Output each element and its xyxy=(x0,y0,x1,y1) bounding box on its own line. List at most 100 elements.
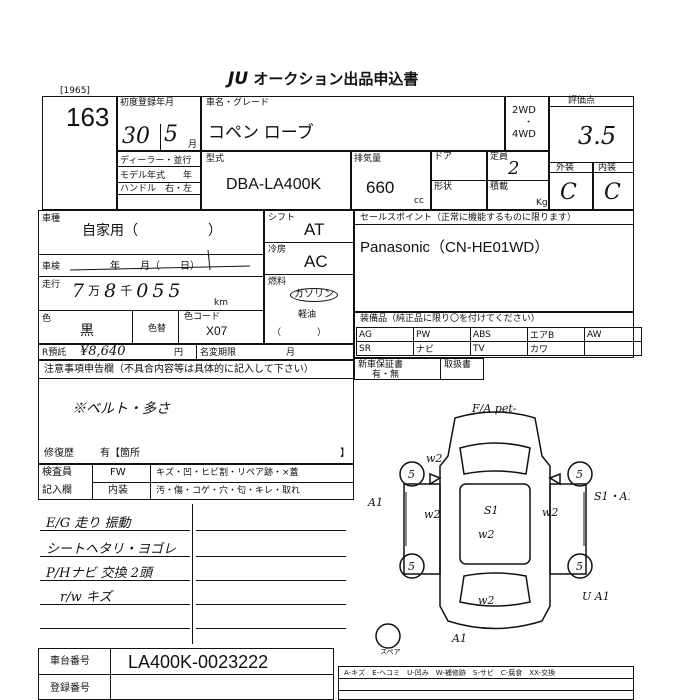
warranty-block xyxy=(354,358,484,380)
color-code-label: 色コード xyxy=(184,312,221,322)
equip-navi: ナビ xyxy=(413,341,471,356)
lot-number: 163 xyxy=(66,102,110,132)
mileage-digit: 5 xyxy=(168,280,181,302)
notes-block xyxy=(38,360,354,464)
capacity-label: 定員 xyxy=(490,152,509,162)
repair-close: 】 xyxy=(340,448,350,459)
shift-label: シフト xyxy=(268,213,296,223)
ju-logo: JU xyxy=(228,69,249,89)
tire-number: 5 xyxy=(408,560,415,573)
hand-note: r/w キズ xyxy=(60,590,112,605)
rating-score: 3.5 xyxy=(578,122,617,150)
interior-items: 汚・傷・コゲ・穴・匂・キレ・取れ xyxy=(156,486,301,496)
color-change-label: 色替 xyxy=(148,324,167,334)
exterior-grade: C xyxy=(560,180,577,205)
fuel-paren: （ ） xyxy=(272,328,327,338)
registration-month-unit: 月 xyxy=(188,140,198,150)
inspection-value: 年 月（ 日） xyxy=(110,261,200,272)
car-right-side xyxy=(549,483,587,575)
registration-month: 5 xyxy=(164,122,178,147)
equip-sr: SR xyxy=(356,341,414,356)
shift-block xyxy=(264,210,354,344)
shift-value: AT xyxy=(304,220,325,239)
sales-point-value: Panasonic（CN-HE01WD） xyxy=(360,239,550,256)
tire-front-right xyxy=(567,461,593,487)
diagram-w2-label: w2 xyxy=(424,508,440,521)
spare-tire xyxy=(375,623,401,649)
mileage-digit: 千 xyxy=(120,284,133,298)
diagram-w2-label: w2 xyxy=(478,528,494,541)
name-change-unit: 月 xyxy=(286,348,296,358)
equip-pw: PW xyxy=(413,327,471,342)
fuel-sub: 軽油 xyxy=(298,310,317,320)
form-title: オークション出品申込書 xyxy=(253,70,419,88)
model-value: DBA-LA400K xyxy=(226,176,322,193)
equip-leather: カワ xyxy=(527,341,585,356)
car-name-value: コペン ローブ xyxy=(208,123,314,142)
equipment-label: 装備品（純正品に限り〇を付けてください） xyxy=(360,314,540,324)
fw-label: FW xyxy=(110,467,126,478)
interior-grade: C xyxy=(604,180,621,205)
mileage-digit: 万 xyxy=(88,284,101,298)
diagram-left-label: A1 xyxy=(367,496,383,509)
registration-label: 初度登録年月 xyxy=(120,98,175,108)
tire-rear-left xyxy=(399,553,425,579)
warranty-options: 有・無 xyxy=(372,370,400,380)
inspection-strike xyxy=(69,249,251,271)
tire-rear-right xyxy=(567,553,593,579)
tire-number: 5 xyxy=(576,468,583,481)
diagram-top-label: F/A pet- xyxy=(471,402,517,415)
equipment-table: AG PW ABS エアB AW SR ナビ TV カワ xyxy=(356,327,642,356)
equip-ag: AG xyxy=(356,327,414,342)
doors-label: ドア xyxy=(434,152,453,162)
car-body-outline xyxy=(439,411,551,630)
fuel-value: ガソリン xyxy=(290,288,338,302)
displacement-unit: cc xyxy=(414,196,424,206)
equip-tv: TV xyxy=(470,341,528,356)
handle-row: ハンドル 右・左 xyxy=(120,184,193,194)
mileage-digit: 8 xyxy=(104,280,117,302)
inspector-label: 検査員 xyxy=(42,467,72,478)
diagram-bottom-label: A1 xyxy=(451,632,467,645)
capacity-value: 2 xyxy=(508,158,520,179)
car-rear-window xyxy=(459,572,531,607)
hand-note: P/Hナビ 交換 2頭 xyxy=(46,566,152,581)
fw-items: キズ・凹・ヒビ割・リペア跡・×蓋 xyxy=(156,468,299,478)
recycle-value: ¥8,640 xyxy=(80,344,126,359)
usage-label: 車種 xyxy=(42,214,61,224)
chassis-label: 車台番号 xyxy=(50,656,90,667)
equip-abs: ABS xyxy=(470,327,528,342)
cooler-value: AC xyxy=(304,252,328,271)
car-damage-diagram: F/A pet- w2 w2 S1 w2 w2 w2 A1 S1・A1 A1 U… xyxy=(367,402,630,656)
drive-2wd: 2WD xyxy=(512,105,536,116)
usage-value: 自家用（ ） xyxy=(82,222,222,238)
manual-label: 取扱書 xyxy=(444,360,472,370)
chassis-number: LA400K-0023222 xyxy=(128,652,269,672)
tire-front-left xyxy=(399,461,425,487)
exterior-label: 外装 xyxy=(556,163,575,173)
reg-number-label: 登録番号 xyxy=(50,683,90,694)
mileage-label: 走行 xyxy=(42,280,61,290)
recycle-label: R預託 xyxy=(42,348,67,358)
warranty-label: 新車保証書 xyxy=(358,360,404,370)
tire-number: 5 xyxy=(576,560,583,573)
displacement-label: 排気量 xyxy=(354,154,382,164)
dealer-row: ディーラー・並行 xyxy=(120,156,192,166)
diagram-s1-label: S1 xyxy=(484,504,499,517)
rating-label: 評価点 xyxy=(568,96,596,106)
mileage-digit: 5 xyxy=(152,280,165,302)
car-left-mirror xyxy=(429,472,442,486)
model-year-row: モデル年式 年 xyxy=(120,171,193,181)
vehicle-info-block xyxy=(42,96,634,210)
header-title-row: JU オークション出品申込書 xyxy=(228,68,418,89)
repair-label: 修復歴 xyxy=(44,448,74,459)
car-cabin xyxy=(459,483,531,565)
mileage-digit: 0 xyxy=(136,280,149,302)
diagram-w2-label: w2 xyxy=(426,452,442,465)
shape-label: 形状 xyxy=(434,182,453,192)
diagram-w2-label: w2 xyxy=(478,594,494,607)
color-value: 黒 xyxy=(80,322,94,338)
inspector-entry-label: 記入欄 xyxy=(42,485,72,496)
load-unit: Kg xyxy=(536,198,548,208)
spare-label: スペア xyxy=(380,648,401,656)
